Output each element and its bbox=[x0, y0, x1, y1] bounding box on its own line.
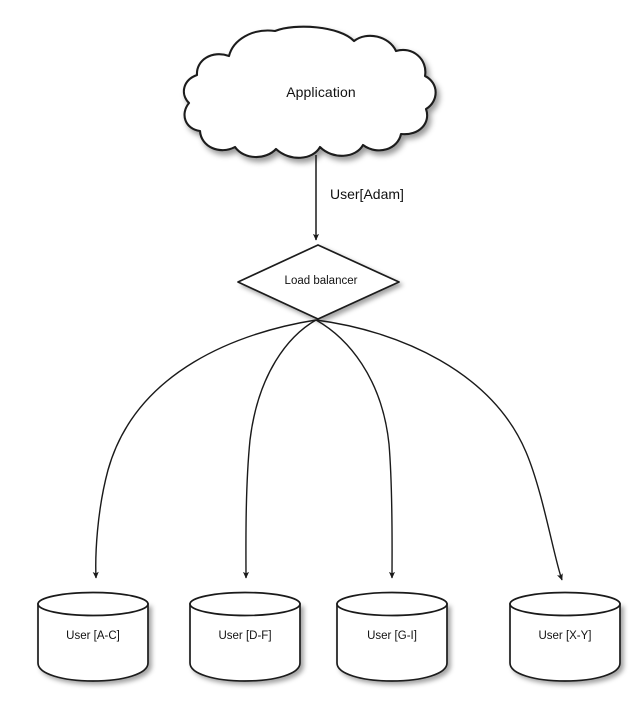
edge-lb-to-db-0 bbox=[92, 319, 317, 579]
database-cylinder-icon-3[interactable] bbox=[509, 591, 621, 682]
edge-lb-to-db-1 bbox=[242, 319, 317, 579]
cloud-icon[interactable] bbox=[182, 25, 437, 159]
database-cylinder-icon-2[interactable] bbox=[336, 591, 448, 682]
edge-lb-to-db-2 bbox=[315, 319, 396, 579]
database-cylinder-icon-0[interactable] bbox=[37, 591, 149, 682]
edge-lb-to-db-3 bbox=[315, 319, 563, 581]
diamond-icon[interactable] bbox=[237, 244, 400, 320]
database-cylinder-icon-1[interactable] bbox=[189, 591, 301, 682]
